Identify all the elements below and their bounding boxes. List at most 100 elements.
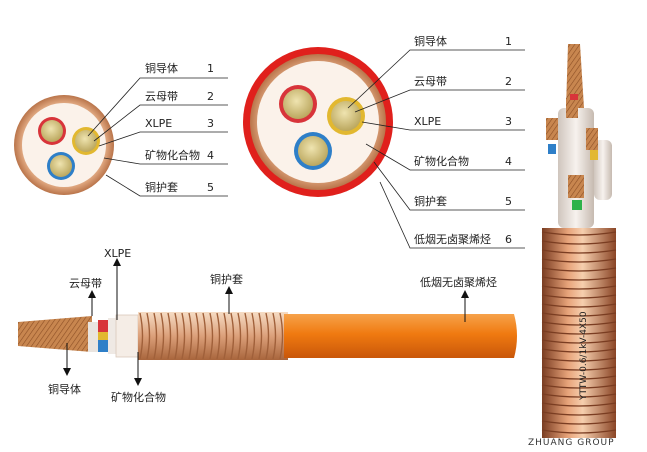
photo-core-end xyxy=(568,175,584,198)
small-num-4: 4 xyxy=(207,149,214,162)
small-num-1: 1 xyxy=(207,62,214,75)
side-view-labels: XLPE 云母带 铜护套 低烟无卤聚烯烃 铜导体 矿物化合物 xyxy=(48,247,497,404)
large-cross-section xyxy=(243,47,393,197)
large-num-3: 3 xyxy=(505,115,512,128)
photo-sheath-ridge xyxy=(541,393,617,398)
photo-top-strand xyxy=(566,44,584,108)
sheath-ridge xyxy=(195,312,200,360)
large-leader-lines xyxy=(347,49,525,249)
photo-sheath-ridge xyxy=(541,330,617,335)
large-label-3: XLPE xyxy=(414,115,441,128)
large-labels: 铜导体 1 云母带 2 XLPE 3 矿物化合物 4 铜护套 5 低烟无卤聚烯烃… xyxy=(414,34,512,246)
side-label-jacket: 低烟无卤聚烯烃 xyxy=(420,275,497,289)
photo-sheath-ridge xyxy=(541,240,617,245)
photo-white-cores xyxy=(558,108,594,228)
sheath-ridges xyxy=(139,312,284,360)
photo-sheath-ridge xyxy=(541,249,617,254)
large-label-5: 铜护套 xyxy=(414,194,447,208)
photo-sheath-ridge xyxy=(541,375,617,380)
photo-core-end xyxy=(566,98,578,118)
large-label-2: 云母带 xyxy=(414,75,447,88)
small-num-2: 2 xyxy=(207,90,214,103)
conductor xyxy=(75,130,97,152)
photo-sheath-ridge xyxy=(541,384,617,389)
large-num-1: 1 xyxy=(505,35,512,48)
sheath-ridge xyxy=(146,312,151,360)
small-label-4: 矿物化合物 xyxy=(145,148,200,162)
small-num-5: 5 xyxy=(207,181,214,194)
photo-sheath-ridge xyxy=(541,276,617,281)
small-label-2: 云母带 xyxy=(145,90,178,103)
photo-sheath-ridge xyxy=(541,411,617,416)
photo-sheath-ridge xyxy=(541,294,617,299)
photo-sheath-ridge xyxy=(541,231,617,236)
mineral-compound xyxy=(115,314,139,358)
photo-sheath-ridge xyxy=(541,267,617,272)
large-label-6: 低烟无卤聚烯烃 xyxy=(414,232,491,246)
conductor xyxy=(41,120,63,142)
side-label-mineral: 矿物化合物 xyxy=(111,390,166,404)
small-labels: 铜导体 1 云母带 2 XLPE 3 矿物化合物 4 铜护套 5 xyxy=(145,61,214,194)
side-view-arrows xyxy=(63,258,469,386)
sheath-ridge xyxy=(216,312,221,360)
conductor xyxy=(283,89,313,119)
photo-sheath-ridge xyxy=(541,258,617,263)
sheath-ridge xyxy=(265,312,270,360)
photo-sheath-ridge xyxy=(541,321,617,326)
sheath-ridge xyxy=(237,312,242,360)
sheath-ridge xyxy=(139,312,144,360)
sheath-ridge xyxy=(202,312,207,360)
side-view-cable xyxy=(18,312,517,360)
photo-sheath-ridge xyxy=(541,429,617,434)
sheath-ridge xyxy=(160,312,165,360)
orange-jacket xyxy=(284,314,517,358)
photo-core-end xyxy=(546,118,558,140)
large-num-4: 4 xyxy=(505,155,512,168)
conductor xyxy=(298,136,328,166)
photo-sheath-ridge xyxy=(541,366,617,371)
conductor xyxy=(331,101,361,131)
mica-tape xyxy=(88,322,98,352)
sheath-ridge xyxy=(174,312,179,360)
small-leader-lines xyxy=(87,77,228,197)
sheath-ridge xyxy=(251,312,256,360)
large-num-2: 2 xyxy=(505,75,512,88)
cable-photo: YTTW-0.6/1kV-4X50 xyxy=(541,44,617,438)
sheath-ridge xyxy=(230,312,235,360)
photo-sheath-ridge xyxy=(541,339,617,344)
xlpe-red xyxy=(98,320,108,332)
photo-sheath-ridge xyxy=(541,420,617,425)
large-label-4: 矿物化合物 xyxy=(414,154,469,168)
conductor xyxy=(50,155,72,177)
sheath-ridge xyxy=(181,312,186,360)
large-num-5: 5 xyxy=(505,195,512,208)
sheath-ridge xyxy=(258,312,263,360)
stranded-conductor xyxy=(18,316,92,352)
photo-sheath-ridge xyxy=(541,357,617,362)
sheath-ridge xyxy=(209,312,214,360)
large-num-6: 6 xyxy=(505,233,512,246)
side-label-sheath: 铜护套 xyxy=(210,272,243,286)
photo-sheath-ridges xyxy=(541,231,617,434)
side-label-mica: 云母带 xyxy=(69,277,102,290)
sheath-ridge xyxy=(223,312,228,360)
small-label-1: 铜导体 xyxy=(145,61,178,75)
sheath-ridge xyxy=(279,312,284,360)
side-label-conductor: 铜导体 xyxy=(48,382,81,396)
small-label-5: 铜护套 xyxy=(145,180,178,194)
sheath-ridge xyxy=(244,312,249,360)
xlpe-white xyxy=(108,318,116,354)
xlpe-blue xyxy=(98,340,108,352)
sheath-ridge xyxy=(153,312,158,360)
photo-sheath-ridge xyxy=(541,348,617,353)
photo-core-end xyxy=(586,128,598,150)
photo-caption: ZHUANG GROUP xyxy=(528,438,615,448)
small-cross-section xyxy=(14,95,114,195)
sheath-ridge xyxy=(188,312,193,360)
side-label-xlpe: XLPE xyxy=(104,247,131,260)
sheath-ridge xyxy=(167,312,172,360)
photo-cable-print: YTTW-0.6/1kV-4X50 xyxy=(579,311,589,401)
photo-white-core-right xyxy=(594,140,612,200)
